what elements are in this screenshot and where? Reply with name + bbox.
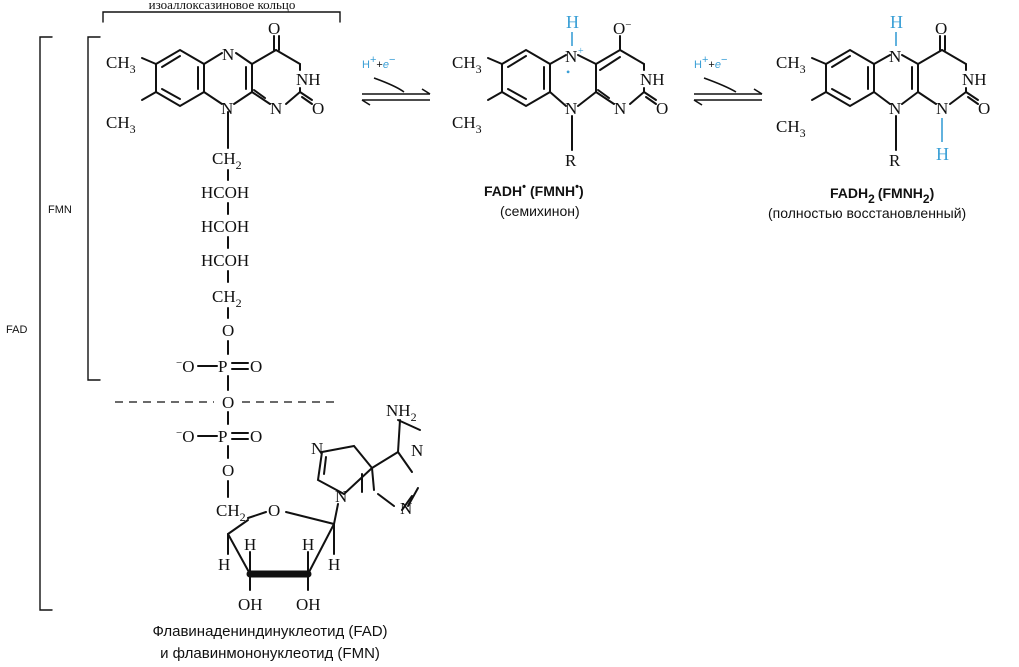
ribose-oh-2: OH [296,595,321,614]
semiquinone-name: FADH•(FMNH•) [484,181,584,199]
sq-n5-hydrogen: H [566,12,579,32]
fad-bracket: FAD [6,36,53,611]
fmn-bracket-label: FMN [48,204,72,216]
chain-ch2-2: CH2 [212,287,242,310]
ribose-ch2: CH2 [216,501,246,524]
ribose-h2: H [244,535,256,554]
sq-nh3-label: NH [640,70,665,89]
ribose-oh-1: OH [238,595,263,614]
red-methyl-bottom: CH3 [776,117,806,140]
semiquinone-description: (семихинон) [500,203,580,219]
chain-hcoh-2: HCOH [201,217,249,236]
red-n10-label: N [889,99,901,118]
equilibrium-arrow-2: H++e− [693,54,763,106]
chain-o-2: O [222,461,234,480]
reduced-flavin-structure: CH3 CH3 H N N N H NH O O R FADH2(FMNH2) … [768,12,990,221]
methyl-bottom-label: CH3 [106,113,136,136]
semiquinone-structure: CH3 CH3 H N + • N N NH O− O R FADH•(FMNH… [452,12,668,219]
n5-label: N [222,45,234,64]
ribose-ring-oxygen: O [268,501,280,520]
red-methyl-top: CH3 [776,53,806,76]
isoalloxazine-ring-label: изоаллоксазиновое кольцо [149,0,296,12]
c4-oxygen-label: O [268,19,280,38]
sq-methyl-bottom: CH3 [452,113,482,136]
chain-o-1: O [222,321,234,340]
red-c4-oxygen: O [935,19,947,38]
sq-c2-oxygen: O [656,99,668,118]
sq-n10-label: N [565,99,577,118]
adenine-n3: N [400,499,412,518]
adenine-n9: N [335,487,347,506]
fad-caption-line2: и флавинмононуклеотид (FMN) [160,645,380,662]
phosphate2-o-double: O [250,427,262,446]
red-n5-hydrogen: H [890,12,903,32]
chain-hcoh-1: HCOH [201,183,249,202]
adenine-n1: N [411,441,423,460]
sq-r-group: R [565,151,577,170]
isoalloxazine-ring-bracket: изоаллоксазиновое кольцо [102,0,341,23]
nh3-label: NH [296,70,321,89]
ribose-h4: H [328,555,340,574]
n10-label: N [221,99,233,118]
fmn-bracket: FMN [48,36,101,381]
oxidized-flavin-structure: CH3 CH3 N N N NH O O CH2 HCOH HCOH HCOH … [106,19,423,614]
ribose-h3: H [302,535,314,554]
phosphate1-p: P [218,357,227,376]
red-c2-oxygen: O [978,99,990,118]
adenine-nh2: NH2 [386,401,417,424]
equilibrium-arrow-1: H++e− [361,54,431,106]
sq-o-minus: O− [613,19,632,38]
fad-caption-line1: Флавинадениндинуклеотид (FAD) [152,623,387,640]
fad-bracket-label: FAD [6,324,27,336]
bridge-oxygen: O [222,393,234,412]
ribose-h1: H [218,555,230,574]
phosphate1-o-minus: −O [176,357,195,376]
c2-oxygen-label: O [312,99,324,118]
chain-hcoh-3: HCOH [201,251,249,270]
chain-ch2-1: CH2 [212,149,242,172]
red-nh3-label: NH [962,70,987,89]
phosphate1-o-double: O [250,357,262,376]
fad-caption: Флавинадениндинуклеотид (FAD) и флавинмо… [152,623,387,662]
sq-n5-label: N [565,47,577,66]
adenine-n7: N [311,439,323,458]
n1-label: N [270,99,282,118]
sq-methyl-top: CH3 [452,53,482,76]
reagent-label-2: H++e− [694,54,727,71]
red-n1-label: N [936,99,948,118]
reagent-label-1: H++e− [362,54,395,71]
red-n5-label: N [889,47,901,66]
red-r-group: R [889,151,901,170]
sq-n5-charge: + [578,46,584,57]
sq-radical-dot: • [566,65,570,79]
sq-n1-label: N [614,99,626,118]
reduced-name: FADH2(FMNH2) [830,185,934,206]
methyl-top-label: CH3 [106,53,136,76]
reduced-description: (полностью восстановленный) [768,205,966,221]
phosphate2-p: P [218,427,227,446]
red-n1-hydrogen: H [936,144,949,164]
phosphate2-o-minus: −O [176,427,195,446]
